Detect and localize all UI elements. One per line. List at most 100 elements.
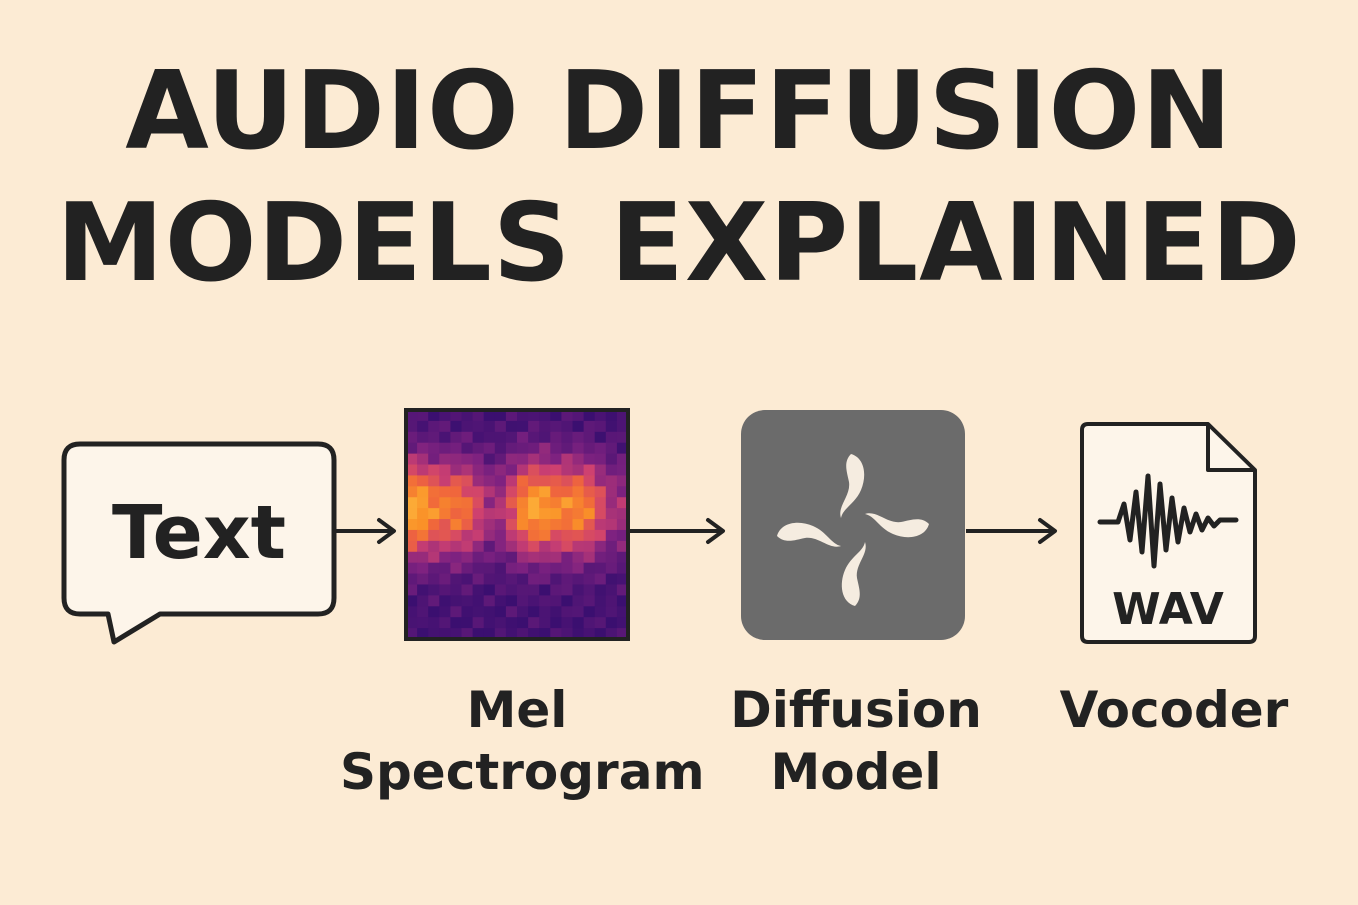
spectrogram-cell	[594, 519, 607, 531]
spectrogram-caption-line-2: Spectrogram	[340, 743, 705, 801]
spectrogram-cell	[594, 562, 607, 575]
spectrogram-cell	[539, 475, 551, 487]
spectrogram-cell	[472, 475, 485, 487]
spectrogram-cell	[472, 529, 485, 542]
spectrogram-cell	[406, 584, 418, 596]
spectrogram-cell	[616, 529, 629, 542]
spectrogram-cell	[517, 475, 529, 487]
waveform-file-icon: WAV	[1080, 422, 1257, 644]
spectrogram-cell	[483, 606, 496, 618]
spectrogram-cell	[561, 606, 574, 618]
spectrogram-cell	[550, 431, 562, 444]
spectrogram-cell	[483, 420, 496, 433]
spectrogram-cell	[517, 442, 529, 455]
spectrogram-cell	[605, 551, 618, 564]
spectrogram-cell	[605, 410, 618, 422]
spectrogram-cell	[472, 595, 485, 607]
spectrogram-cell	[439, 475, 451, 487]
spectrogram-cell	[561, 628, 574, 640]
wav-file-label: WAV	[1112, 584, 1224, 635]
spectrogram-cell	[539, 562, 551, 575]
spectrogram-cell	[594, 464, 607, 477]
spectrogram-cell	[561, 453, 574, 466]
spectrogram-cell	[494, 529, 507, 542]
spectrogram-cell	[428, 562, 440, 575]
spectrogram-cell	[583, 628, 596, 640]
spectrogram-cell	[539, 464, 551, 477]
spectrogram-cell	[428, 617, 440, 629]
spectrogram-cell	[450, 420, 463, 433]
pinwheel-icon	[777, 454, 929, 606]
spectrogram-cell	[594, 442, 607, 455]
spectrogram-cell	[428, 529, 440, 542]
spectrogram-cell	[450, 508, 463, 520]
spectrogram-cell	[616, 606, 629, 618]
spectrogram-cell	[428, 410, 440, 422]
spectrogram-cell	[406, 519, 418, 531]
spectrogram-cell	[494, 442, 507, 455]
spectrogram-cell	[594, 486, 607, 498]
spectrogram-cell	[461, 551, 474, 564]
spectrogram-cell	[528, 595, 540, 607]
spectrogram-cell	[417, 475, 429, 487]
spectrogram-cell	[417, 519, 429, 531]
spectrogram-cell	[505, 410, 518, 422]
spectrogram-cell	[439, 442, 451, 455]
spectrogram-cell	[461, 617, 474, 629]
diffusion-caption: Diffusion Model	[711, 679, 1001, 803]
spectrogram-cell	[572, 453, 585, 466]
spectrogram-cell	[428, 595, 440, 607]
spectrogram-cell	[539, 453, 551, 466]
spectrogram-cell	[528, 606, 540, 618]
spectrogram-cell	[472, 519, 485, 531]
spectrogram-cell	[494, 508, 507, 520]
spectrogram-cell	[616, 442, 629, 455]
spectrogram-cell	[539, 617, 551, 629]
spectrogram-cell	[539, 420, 551, 433]
text-bubble-label: Text	[112, 490, 286, 576]
spectrogram-cell	[417, 584, 429, 596]
spectrogram-cell	[494, 475, 507, 487]
spectrogram-cell	[505, 628, 518, 640]
spectrogram-cell	[583, 595, 596, 607]
spectrogram-cell	[461, 606, 474, 618]
spectrogram-cell	[494, 453, 507, 466]
spectrogram-cell	[505, 497, 518, 509]
spectrogram-cell	[561, 464, 574, 477]
spectrogram-cell	[594, 551, 607, 564]
spectrogram-cell	[505, 529, 518, 542]
spectrogram-caption: Mel Spectrogram	[340, 679, 705, 803]
spectrogram-cell	[450, 551, 463, 564]
spectrogram-cell	[594, 529, 607, 542]
spectrogram-cell	[417, 595, 429, 607]
spectrogram-cell	[572, 475, 585, 487]
spectrogram-cell	[505, 431, 518, 444]
spectrogram-cell	[561, 410, 574, 422]
spectrogram-cell	[583, 410, 596, 422]
spectrogram-cell	[572, 551, 585, 564]
spectrogram-cell	[483, 617, 496, 629]
spectrogram-cell	[616, 486, 629, 498]
spectrogram-cell	[406, 442, 418, 455]
spectrogram-cell	[550, 486, 562, 498]
spectrogram-cell	[561, 584, 574, 596]
spectrogram-cell	[528, 573, 540, 586]
diffusion-model-box	[741, 410, 965, 640]
spectrogram-cell	[406, 410, 418, 422]
spectrogram-cell	[505, 464, 518, 477]
spectrogram-cell	[494, 540, 507, 553]
spectrogram-cell	[517, 617, 529, 629]
spectrogram-cell	[605, 540, 618, 553]
spectrogram-cell	[428, 628, 440, 640]
spectrogram-cell	[550, 453, 562, 466]
spectrogram-cell	[572, 584, 585, 596]
spectrogram-cell	[505, 442, 518, 455]
spectrogram-cell	[483, 628, 496, 640]
spectrogram-cell	[428, 431, 440, 444]
spectrogram-cell	[428, 497, 440, 509]
spectrogram-cell	[594, 584, 607, 596]
spectrogram-cell	[428, 584, 440, 596]
spectrogram-cell	[483, 508, 496, 520]
spectrogram-cell	[561, 420, 574, 433]
